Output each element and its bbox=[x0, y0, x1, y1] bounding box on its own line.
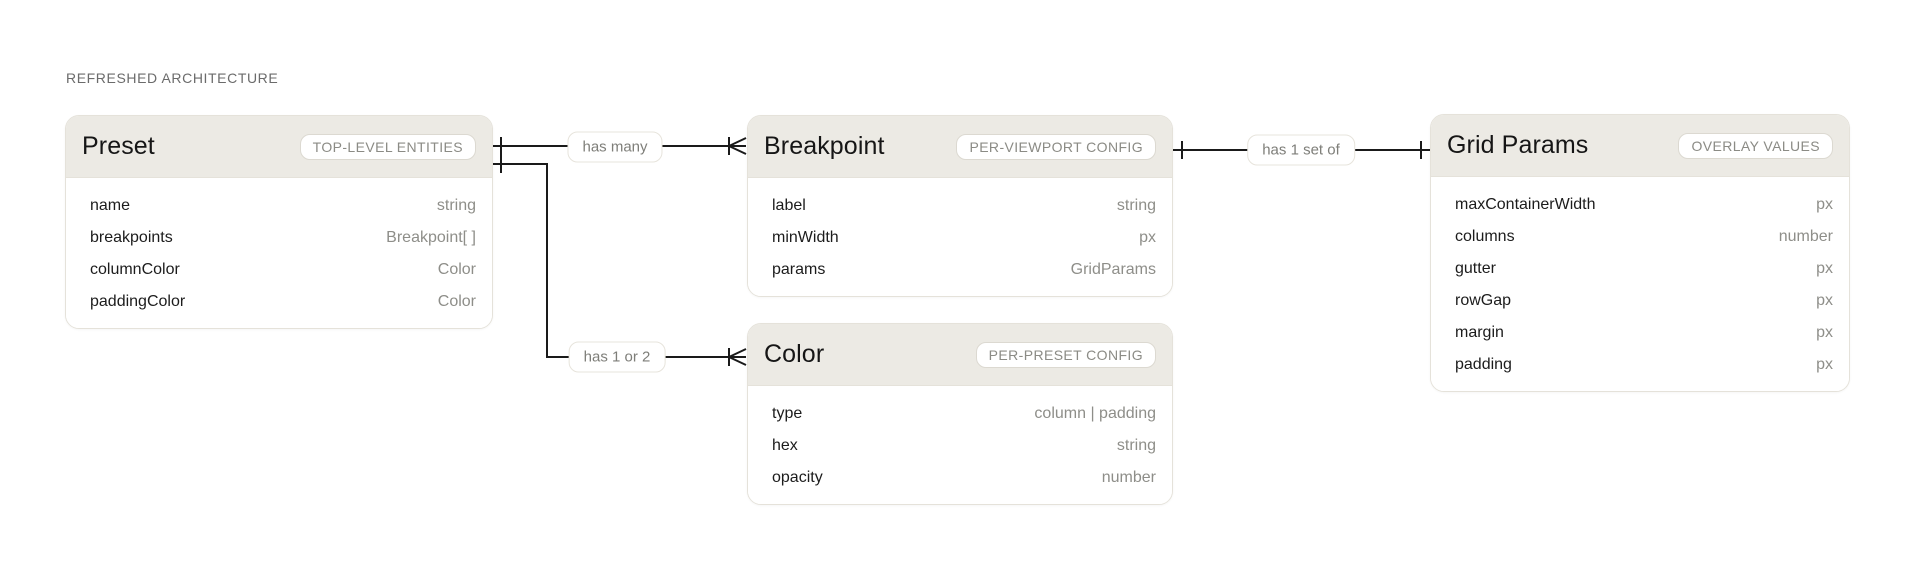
entity-card-color[interactable]: Color PER-PRESET CONFIG type column | pa… bbox=[747, 323, 1173, 505]
entity-title: Color bbox=[764, 340, 825, 368]
entity-title: Preset bbox=[82, 132, 155, 160]
entity-card-grid-params[interactable]: Grid Params OVERLAY VALUES maxContainerW… bbox=[1430, 114, 1850, 392]
field-row: opacity number bbox=[748, 462, 1172, 494]
field-name: maxContainerWidth bbox=[1455, 196, 1596, 213]
field-type: string bbox=[1116, 437, 1156, 454]
field-name: gutter bbox=[1455, 260, 1496, 277]
field-row: padding px bbox=[1431, 349, 1849, 381]
field-type: px bbox=[1139, 229, 1156, 246]
field-name: opacity bbox=[772, 469, 823, 486]
field-type: Breakpoint[ ] bbox=[386, 229, 476, 246]
relationship-label-has-many: has many bbox=[567, 131, 663, 163]
relationship-label-has-1-or-2: has 1 or 2 bbox=[568, 341, 666, 373]
field-type: px bbox=[1816, 356, 1833, 373]
field-row: rowGap px bbox=[1431, 285, 1849, 317]
field-row: params GridParams bbox=[748, 254, 1172, 286]
field-type: number bbox=[1101, 469, 1156, 486]
field-type: Color bbox=[437, 293, 476, 310]
field-name: paddingColor bbox=[90, 293, 186, 310]
field-row: margin px bbox=[1431, 317, 1849, 349]
field-row: maxContainerWidth px bbox=[1431, 189, 1849, 221]
field-row: columnColor Color bbox=[66, 254, 492, 286]
entity-badge: PER-PRESET CONFIG bbox=[975, 341, 1156, 368]
entity-header: Preset TOP-LEVEL ENTITIES bbox=[66, 116, 492, 178]
field-name: minWidth bbox=[772, 229, 839, 246]
field-type: string bbox=[1116, 197, 1156, 214]
entity-title: Breakpoint bbox=[764, 132, 885, 160]
entity-card-breakpoint[interactable]: Breakpoint PER-VIEWPORT CONFIG label str… bbox=[747, 115, 1173, 297]
entity-header: Grid Params OVERLAY VALUES bbox=[1431, 115, 1849, 177]
entity-field-list: maxContainerWidth px columns number gutt… bbox=[1431, 177, 1849, 391]
crowsfoot-many-marker bbox=[728, 348, 747, 366]
connector-line bbox=[493, 163, 746, 358]
field-name: breakpoints bbox=[90, 229, 173, 246]
field-row: label string bbox=[748, 190, 1172, 222]
relationship-line-preset-color bbox=[493, 155, 747, 366]
entity-badge: OVERLAY VALUES bbox=[1678, 132, 1833, 159]
relationship-label-has-1-set-of: has 1 set of bbox=[1247, 134, 1355, 166]
entity-title: Grid Params bbox=[1447, 131, 1589, 159]
field-row: name string bbox=[66, 190, 492, 222]
field-name: rowGap bbox=[1455, 292, 1512, 309]
field-name: margin bbox=[1455, 324, 1504, 341]
field-name: columnColor bbox=[90, 261, 180, 278]
field-row: minWidth px bbox=[748, 222, 1172, 254]
entity-field-list: label string minWidth px params GridPara… bbox=[748, 178, 1172, 296]
field-type: px bbox=[1816, 324, 1833, 341]
field-row: breakpoints Breakpoint[ ] bbox=[66, 222, 492, 254]
field-name: padding bbox=[1455, 356, 1512, 373]
field-type: GridParams bbox=[1070, 261, 1156, 278]
entity-badge: PER-VIEWPORT CONFIG bbox=[956, 133, 1156, 160]
field-type: px bbox=[1816, 292, 1833, 309]
entity-badge: TOP-LEVEL ENTITIES bbox=[299, 133, 476, 160]
field-type: column | padding bbox=[1034, 405, 1156, 422]
field-row: gutter px bbox=[1431, 253, 1849, 285]
entity-header: Color PER-PRESET CONFIG bbox=[748, 324, 1172, 386]
crowsfoot-many-marker bbox=[728, 137, 747, 155]
field-row: columns number bbox=[1431, 221, 1849, 253]
field-row: hex string bbox=[748, 430, 1172, 462]
entity-card-preset[interactable]: Preset TOP-LEVEL ENTITIES name string br… bbox=[65, 115, 493, 329]
field-type: px bbox=[1816, 260, 1833, 277]
field-name: hex bbox=[772, 437, 798, 454]
field-name: name bbox=[90, 197, 131, 214]
diagram-title: REFRESHED ARCHITECTURE bbox=[66, 70, 279, 86]
field-type: Color bbox=[437, 261, 476, 278]
field-row: paddingColor Color bbox=[66, 286, 492, 318]
entity-field-list: type column | padding hex string opacity… bbox=[748, 386, 1172, 504]
entity-field-list: name string breakpoints Breakpoint[ ] co… bbox=[66, 178, 492, 328]
field-name: type bbox=[772, 405, 803, 422]
field-row: type column | padding bbox=[748, 398, 1172, 430]
field-type: number bbox=[1778, 228, 1833, 245]
field-type: string bbox=[436, 197, 476, 214]
field-name: label bbox=[772, 197, 806, 214]
field-name: columns bbox=[1455, 228, 1515, 245]
field-name: params bbox=[772, 261, 826, 278]
entity-header: Breakpoint PER-VIEWPORT CONFIG bbox=[748, 116, 1172, 178]
field-type: px bbox=[1816, 196, 1833, 213]
